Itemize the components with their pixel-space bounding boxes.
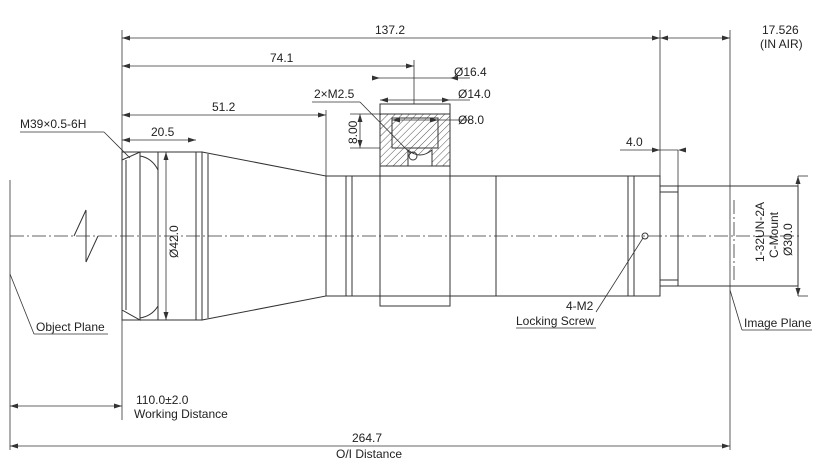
oi-distance-value-text: 264.7 [352, 431, 382, 445]
insert-d3-text: Ø8.0 [458, 113, 484, 127]
taper-length-text: 51.2 [212, 100, 236, 114]
oi-distance-label-text: O/I Distance [336, 447, 402, 461]
insert-section [379, 103, 451, 167]
insert-height-text: 8.00 [346, 120, 360, 144]
object-plane-text: Object Plane [36, 320, 105, 334]
screw-holes-text: 2×M2.5 [314, 87, 355, 101]
front-thread-text: M39×0.5-6H [20, 117, 86, 131]
leader-lines [9, 101, 812, 335]
rear-diameter-text: Ø30.0 [781, 223, 795, 256]
arrowheads [10, 35, 801, 449]
image-plane-text: Image Plane [744, 316, 812, 330]
dimension-lines [10, 37, 799, 447]
working-distance-value-text: 110.0±2.0 [136, 393, 189, 407]
flange-distance-text: 17.526 [762, 23, 799, 37]
insert-d1-text: Ø16.4 [454, 65, 487, 79]
working-distance-label-text: Working Distance [134, 407, 228, 421]
front-barrel-length-text: 20.5 [151, 125, 175, 139]
overall-length-text: 137.2 [375, 23, 405, 37]
locking-qty-text: 4-M2 [566, 299, 594, 313]
dimension-texts: 137.2 17.526 (IN AIR) 74.1 51.2 20.5 4.0… [20, 23, 812, 461]
mount-type-text: C-Mount [767, 211, 781, 258]
mount-offset-text: 4.0 [626, 135, 643, 149]
screw-hole-icon [408, 151, 418, 161]
insert-d2-text: Ø14.0 [458, 87, 491, 101]
locking-screw-text: Locking Screw [516, 314, 594, 328]
extension-lines [121, 30, 808, 420]
flange-note-text: (IN AIR) [760, 37, 803, 51]
break-mark [73, 209, 99, 263]
mount-thread-text: 1-32UN-2A [753, 202, 767, 262]
focus-ring-distance-text: 74.1 [270, 51, 294, 65]
front-diameter-text: Ø42.0 [167, 225, 181, 258]
